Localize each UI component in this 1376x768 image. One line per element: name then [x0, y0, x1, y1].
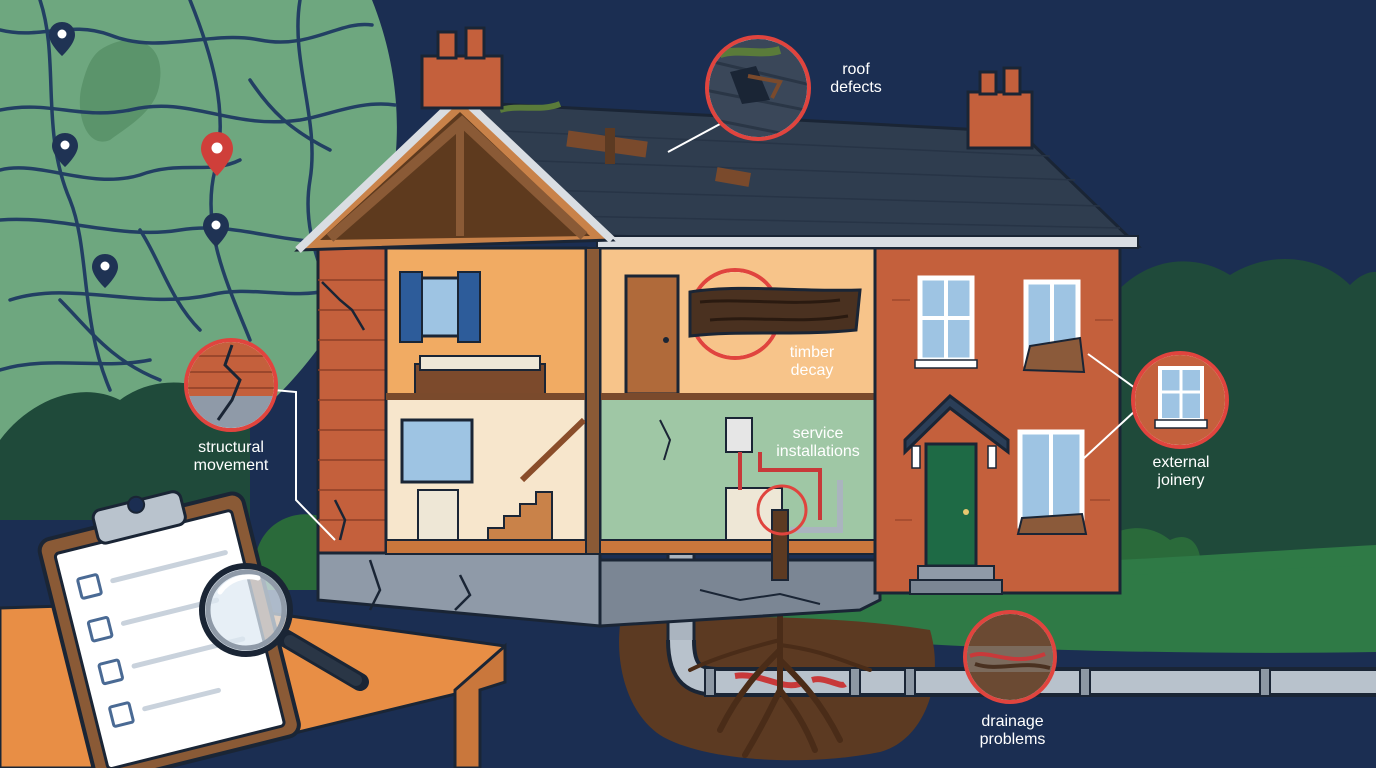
location-pin: [92, 254, 118, 288]
drainage-problems-line2: problems: [979, 731, 1046, 748]
timber-decay-label: timber decay: [772, 344, 852, 380]
structural-movement-line2: movement: [193, 457, 269, 474]
interior-door: [624, 274, 680, 396]
location-pin: [49, 22, 75, 56]
external-joinery-label: external joinery: [1136, 454, 1226, 490]
timber-decay-callout: [688, 268, 862, 360]
external-joinery-callout: [1131, 351, 1229, 449]
boiler: [725, 417, 753, 453]
external-joinery-line1: external: [1152, 454, 1210, 471]
map-lake: [79, 40, 161, 142]
map-area: [0, 0, 397, 440]
foundation: [316, 548, 882, 628]
structural-movement-line1: structural: [198, 439, 264, 456]
front-door: [924, 442, 978, 568]
bedroom-window: [418, 276, 466, 338]
decayed-timber-beam: [688, 286, 862, 338]
chimney-right: [966, 90, 1034, 150]
location-pin: [52, 133, 78, 167]
tree-roots: [688, 567, 872, 758]
roof-defects-callout: [705, 35, 811, 141]
service-installations-label: service installations: [758, 425, 878, 461]
tree-trunk: [771, 509, 789, 581]
leader-lines: [273, 123, 1137, 541]
drainage-problems-callout: [963, 610, 1057, 704]
service-installations-line2: installations: [776, 443, 860, 460]
location-pin: [203, 213, 229, 247]
drainage-problems-label: drainage problems: [965, 713, 1060, 749]
service-installations-line1: service: [792, 425, 844, 442]
location-pin-highlighted: [201, 132, 233, 176]
staircase: [487, 491, 553, 541]
service-installations-callout: [756, 484, 808, 536]
roof-defects-line1: roof: [842, 61, 870, 78]
roof-defects-line2: defects: [830, 79, 882, 96]
downstairs-window: [400, 418, 474, 484]
front-steps: [917, 565, 995, 581]
map-roads: [0, 0, 397, 392]
roof: [294, 26, 1142, 253]
porch-canopy: [903, 394, 1010, 456]
timber-decay-line2: decay: [790, 362, 834, 379]
external-joinery-line2: joinery: [1157, 472, 1205, 489]
structural-movement-label: structural movement: [176, 439, 286, 475]
house-facade: [873, 246, 1122, 595]
drainage-problems-line1: drainage: [981, 713, 1044, 730]
roof-defects-label: roof defects: [816, 61, 896, 97]
chimney-left: [420, 54, 504, 110]
background-trees: [0, 258, 1376, 560]
magnifying-glass-icon: [199, 563, 369, 691]
timber-decay-line1: timber: [789, 344, 835, 361]
checkbox-icon: [76, 573, 135, 728]
structural-movement-callout: [184, 338, 278, 432]
